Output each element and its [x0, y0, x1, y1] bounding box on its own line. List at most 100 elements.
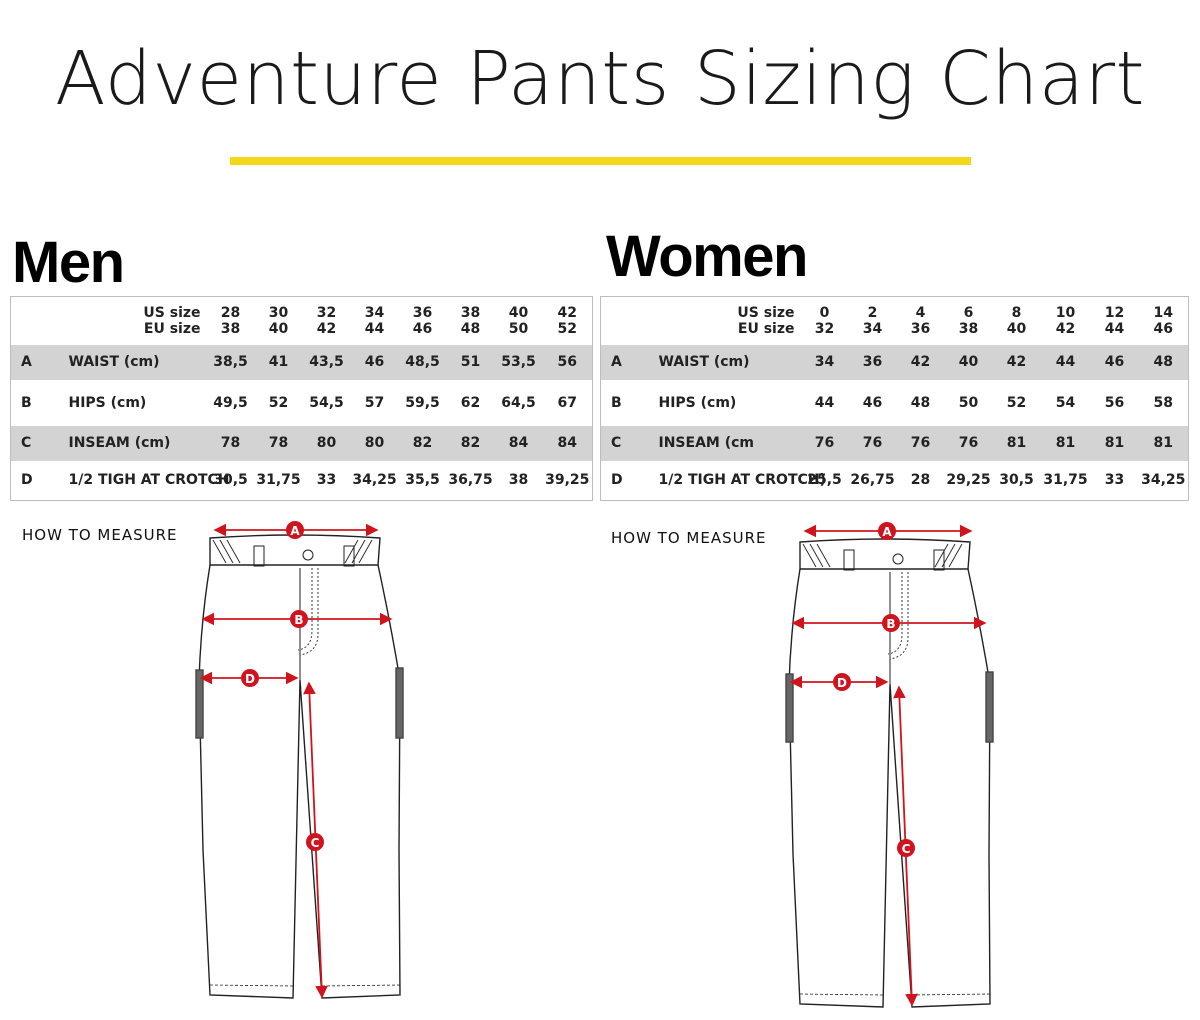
women-marker-b-label: B	[886, 617, 895, 631]
men-eu-size: 52	[557, 320, 577, 337]
table-cell: 30,5	[999, 472, 1034, 489]
men-us-size-label: US size	[143, 304, 201, 321]
table-cell: 44	[814, 394, 835, 411]
table-cell: 56	[542, 344, 593, 380]
row-letter: B	[611, 394, 622, 411]
table-cell: 39,25	[545, 472, 590, 489]
women-us-size: 12	[1104, 304, 1125, 321]
table-cell: 82	[446, 425, 495, 461]
women-size-labels: US size EU size	[601, 297, 801, 345]
men-marker-a: A	[286, 521, 304, 539]
table-cell: 31,75	[1043, 472, 1088, 489]
table-cell: 76	[848, 425, 897, 461]
men-eu-size: 50	[508, 320, 529, 337]
men-eu-size: 44	[364, 320, 385, 337]
women-pants-diagram: A B D C	[785, 522, 994, 1008]
table-cell: 58	[1153, 394, 1173, 411]
women-us-size: 8	[1011, 304, 1022, 321]
men-marker-d: D	[241, 669, 259, 687]
men-eu-size: 42	[316, 320, 337, 337]
women-how-to-measure: HOW TO MEASURE	[611, 529, 767, 547]
table-cell: 44	[1040, 344, 1091, 380]
table-cell: 38	[508, 472, 529, 489]
women-us-size: 14	[1153, 304, 1173, 321]
title-underline	[230, 157, 971, 165]
table-cell: 36,75	[448, 472, 493, 489]
women-row-thigh: D 1/2 TIGH AT CROTCH) 25,5 26,75 28 29,2…	[601, 461, 1189, 501]
table-cell: 50	[958, 394, 979, 411]
table-cell: 46	[862, 394, 883, 411]
table-cell: 53,5	[494, 344, 543, 380]
women-eu-size-label: EU size	[737, 320, 795, 337]
table-cell: 80	[302, 425, 351, 461]
table-cell: 48	[1138, 344, 1189, 380]
table-cell: 25,5	[807, 472, 842, 489]
row-letter: C	[600, 425, 659, 461]
table-cell: 34,25	[1141, 472, 1186, 489]
table-cell: 26,75	[850, 472, 895, 489]
women-row-waist: A WAIST (cm) 34 36 42 40 42 44 46 48	[600, 344, 1189, 380]
row-label: WAIST (cm)	[68, 344, 207, 380]
table-cell: 81	[1090, 425, 1139, 461]
women-eu-size: 38	[958, 320, 979, 337]
women-eu-size: 34	[862, 320, 883, 337]
table-cell: 84	[494, 425, 543, 461]
table-cell: 43,5	[302, 344, 351, 380]
women-marker-c-label: C	[902, 842, 911, 856]
women-eu-size: 46	[1153, 320, 1173, 337]
table-cell: 28	[910, 472, 931, 489]
row-letter: B	[21, 394, 32, 411]
row-label: 1/2 TIGH AT CROTCH	[68, 472, 230, 489]
men-eu-size: 48	[460, 320, 481, 337]
men-marker-b: B	[290, 610, 308, 628]
men-marker-c: C	[306, 833, 324, 851]
women-us-size: 6	[963, 304, 974, 321]
table-cell: 38,5	[206, 344, 255, 380]
women-heading: Women	[606, 224, 808, 289]
row-letter: D	[21, 472, 33, 489]
table-cell: 42	[896, 344, 945, 380]
table-cell: 57	[364, 394, 385, 411]
table-cell: 76	[944, 425, 993, 461]
table-cell: 30,5	[213, 472, 248, 489]
row-letter: D	[611, 472, 623, 489]
row-letter: A	[10, 344, 69, 380]
women-us-size-label: US size	[737, 304, 795, 321]
table-cell: 56	[1104, 394, 1125, 411]
women-marker-a-label: A	[882, 525, 892, 539]
men-us-size: 28	[220, 304, 241, 321]
men-row-hips: B HIPS (cm) 49,5 52 54,5 57 59,5 62 64,5…	[11, 380, 593, 426]
table-cell: 80	[350, 425, 399, 461]
women-us-size: 0	[819, 304, 830, 321]
women-marker-d-label: D	[837, 676, 847, 690]
men-row-inseam: C INSEAM (cm) 78 78 80 80 82 82 84 84	[10, 425, 593, 461]
men-marker-a-label: A	[290, 524, 300, 538]
women-eu-size: 36	[910, 320, 931, 337]
men-marker-b-label: B	[294, 613, 303, 627]
table-cell: 35,5	[405, 472, 440, 489]
row-label: INSEAM (cm	[658, 425, 801, 461]
row-label: INSEAM (cm)	[68, 425, 207, 461]
men-pants-outline	[195, 534, 404, 999]
women-us-size: 2	[867, 304, 878, 321]
women-pants-outline	[785, 538, 994, 1008]
women-us-size: 10	[1055, 304, 1076, 321]
women-row-hips: B HIPS (cm) 44 46 48 50 52 54 56 58	[601, 380, 1189, 426]
table-cell: 33	[1104, 472, 1125, 489]
row-label: HIPS (cm)	[68, 394, 147, 411]
table-cell: 52	[1006, 394, 1027, 411]
